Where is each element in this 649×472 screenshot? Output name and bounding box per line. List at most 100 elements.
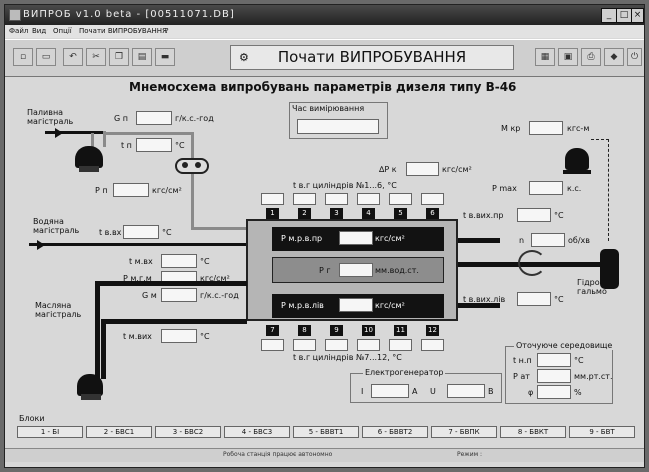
tgas-cyl-6-field[interactable] [421,193,444,205]
cut-icon[interactable]: ✂ [86,48,106,66]
maximize-button[interactable]: □ [616,8,632,23]
pp-field[interactable] [113,183,149,197]
dynamometer-icon [565,148,589,170]
env-t-label: t н.п [513,356,532,365]
copy-icon[interactable]: ❐ [109,48,129,66]
pp-label: Р п [95,186,108,195]
water-out-left-pipe [458,303,500,308]
gm-field[interactable] [161,288,197,302]
calendar-icon[interactable]: ▦ [535,48,555,66]
printer-icon[interactable]: ⎙ [581,48,601,66]
settings-icon[interactable]: ◆ [604,48,624,66]
rotation-icon [518,250,546,276]
menu-options[interactable]: Опції [53,27,72,35]
gm-label: G м [142,291,157,300]
n-field[interactable] [531,233,565,247]
tgas-cyl-5-field[interactable] [389,193,412,205]
pmax-field[interactable] [529,181,563,195]
generator-title: Електрогенератор [363,368,446,377]
open-icon[interactable]: ▭ [36,48,56,66]
flow-meter-dot-left [182,162,188,168]
tgas-cyl-1-field[interactable] [261,193,284,205]
paste-icon[interactable]: ▤ [132,48,152,66]
cyl-9-number: 9 [330,325,343,336]
toolbar: ▫ ▭ ↶ ✂ ❐ ▤ ▬ ⚙ Почати ВИПРОБУВАННЯ ▦ ▣ … [5,39,644,77]
tgas-cyl-10-field[interactable] [357,339,380,351]
pr-field[interactable] [339,263,373,277]
window-title: ВИПРОБ v1.0 beta - [00511071.DB] [23,9,235,20]
fuel-pump-icon [75,146,103,168]
gen-voltage-field[interactable] [447,384,485,398]
undo-icon[interactable]: ↶ [63,48,83,66]
fuel-top-pipe [106,132,194,135]
flow-meter-icon [175,158,209,174]
cyl-1-number: 1 [266,208,279,219]
cyl-3-number: 3 [330,208,343,219]
menu-help[interactable]: ? [165,27,169,35]
block-button-7[interactable]: 7 - БВПК [431,426,497,438]
tgas-cyl-7-field[interactable] [261,339,284,351]
dynamometer-base [563,170,591,174]
twpr-field[interactable] [517,208,551,222]
block-button-2[interactable]: 2 - БВС1 [86,426,152,438]
exit-icon[interactable]: ⏻ [627,48,642,66]
dynamometer-link [591,139,609,241]
tgas-cyl-11-field[interactable] [389,339,412,351]
gn-field[interactable] [136,111,172,125]
block-button-8[interactable]: 8 - БВКТ [500,426,566,438]
water-pipe [29,243,247,246]
tgas-cyl-12-field[interactable] [421,339,444,351]
env-temp-field[interactable] [537,353,571,367]
pp-unit: кгс/см² [152,186,182,195]
twliv-field[interactable] [517,292,551,306]
print-icon[interactable]: ▬ [155,48,175,66]
tmin-field[interactable] [161,254,197,268]
env-pressure-field[interactable] [537,369,571,383]
time-field[interactable] [297,119,379,134]
new-icon[interactable]: ▫ [13,48,33,66]
cyl-5-number: 5 [394,208,407,219]
pmrvpr-field[interactable] [339,231,373,245]
oil-pump-icon [77,374,103,396]
main-window: ВИПРОБ v1.0 beta - [00511071.DB] _ □ × Ф… [4,4,645,468]
pr-label: Р г [319,266,331,275]
start-test-label: Почати ВИПРОБУВАННЯ [277,48,467,66]
twin-field[interactable] [123,225,159,239]
tgas-cyl-9-field[interactable] [325,339,348,351]
twpr-unit: °C [554,211,564,220]
menu-view[interactable]: Вид [32,27,47,35]
block-button-3[interactable]: 3 - БВС2 [155,426,221,438]
start-test-button[interactable]: ⚙ Почати ВИПРОБУВАННЯ [230,45,514,70]
save-icon[interactable]: ▣ [558,48,578,66]
hydro-brake-icon [600,249,619,289]
gen-current-field[interactable] [371,384,409,398]
menu-file[interactable]: Файл [9,27,29,35]
time-frame [289,102,388,139]
tp-field[interactable] [136,138,172,152]
tgas-cyl-4-field[interactable] [357,193,380,205]
mkr-field[interactable] [529,121,563,135]
block-button-5[interactable]: 5 - БВВТ1 [293,426,359,438]
block-button-9[interactable]: 9 - БВТ [569,426,635,438]
minimize-button[interactable]: _ [601,8,617,23]
pmrvliv-label: Р м.р.в.лів [281,301,324,310]
mnemo-scheme: Мнемосхема випробувань параметрів дизеля… [5,76,644,408]
block-button-4[interactable]: 4 - БВС3 [224,426,290,438]
gen-a-unit: A [412,387,418,396]
dpk-field[interactable] [406,162,439,176]
start-test-icon: ⚙ [239,51,249,64]
tgas-cyl-8-field[interactable] [293,339,316,351]
tgas-cyl-2-field[interactable] [293,193,316,205]
tmout-field[interactable] [161,329,197,343]
tgas-cyl-3-field[interactable] [325,193,348,205]
block-button-1[interactable]: 1 - БІ [17,426,83,438]
pmgm-unit: кгс/см² [200,274,230,283]
tmout-unit: °C [200,332,210,341]
n-label: n [519,236,525,245]
env-humidity-field[interactable] [537,385,571,399]
block-button-6[interactable]: 6 - БВВТ2 [362,426,428,438]
menu-start-test[interactable]: Почати ВИПРОБУВАННЯ [79,27,167,35]
n-unit: об/хв [568,236,590,245]
close-button[interactable]: × [631,8,644,23]
pmrvliv-field[interactable] [339,298,373,312]
